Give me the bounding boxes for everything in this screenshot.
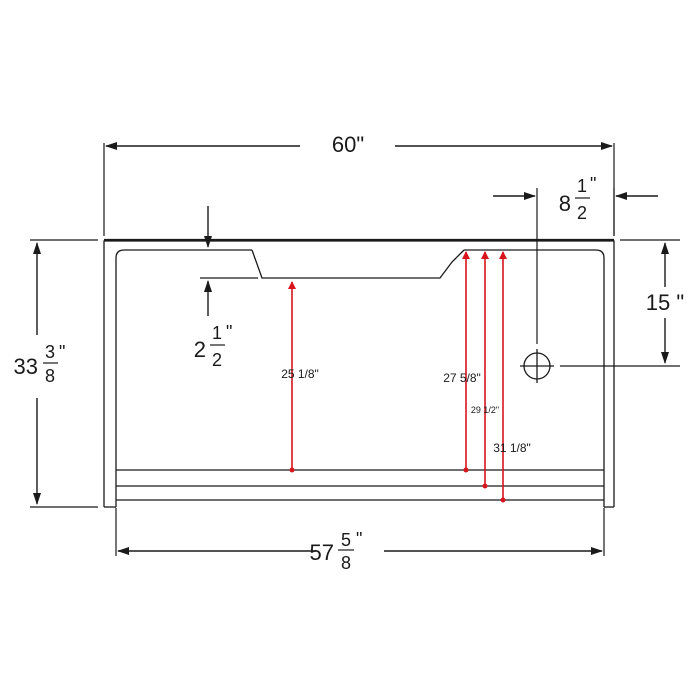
base-outline — [103, 238, 615, 508]
inner-width-numerator: 5 — [341, 530, 351, 550]
drain-offset-denominator: 2 — [577, 203, 587, 223]
ledge-numerator: 1 — [212, 323, 222, 343]
inner-width-whole: 57 — [310, 540, 334, 565]
red-measurements: 25 1/8" 27 5/8" 29 1/2" 31 1/8" — [281, 251, 531, 503]
measurement-31-1-8: 31 1/8" — [493, 441, 531, 455]
drain-depth-label: 15 " — [646, 290, 684, 315]
drain-crosshair-icon — [520, 349, 554, 383]
ledge-unit: " — [226, 322, 232, 342]
ledge-whole: 2 — [194, 337, 206, 362]
drain-offset-numerator: 1 — [577, 176, 587, 196]
drain-offset-unit: " — [590, 174, 596, 194]
depth-numerator: 3 — [45, 342, 55, 362]
depth-unit: " — [59, 342, 65, 362]
depth-dimension: 33 3 8 " — [14, 239, 98, 508]
ledge-denominator: 2 — [212, 350, 222, 370]
inner-width-unit: " — [356, 529, 362, 549]
inner-width-dimension: 57 5 8 " — [115, 508, 605, 573]
drain-depth-dimension: 15 " — [560, 239, 684, 367]
overall-width-label: 60" — [332, 132, 364, 157]
measurement-27-5-8: 27 5/8" — [443, 371, 481, 385]
measurement-29-1-2: 29 1/2" — [471, 405, 499, 415]
drain-offset-dimension: 8 1 2 " — [493, 174, 658, 344]
drain-offset-whole: 8 — [559, 191, 571, 216]
measurement-25-1-8: 25 1/8" — [281, 367, 319, 381]
depth-denominator: 8 — [45, 366, 55, 386]
depth-whole: 33 — [14, 354, 38, 379]
ledge-dimension: 2 1 2 " — [194, 206, 258, 370]
inner-width-denominator: 8 — [341, 553, 351, 573]
